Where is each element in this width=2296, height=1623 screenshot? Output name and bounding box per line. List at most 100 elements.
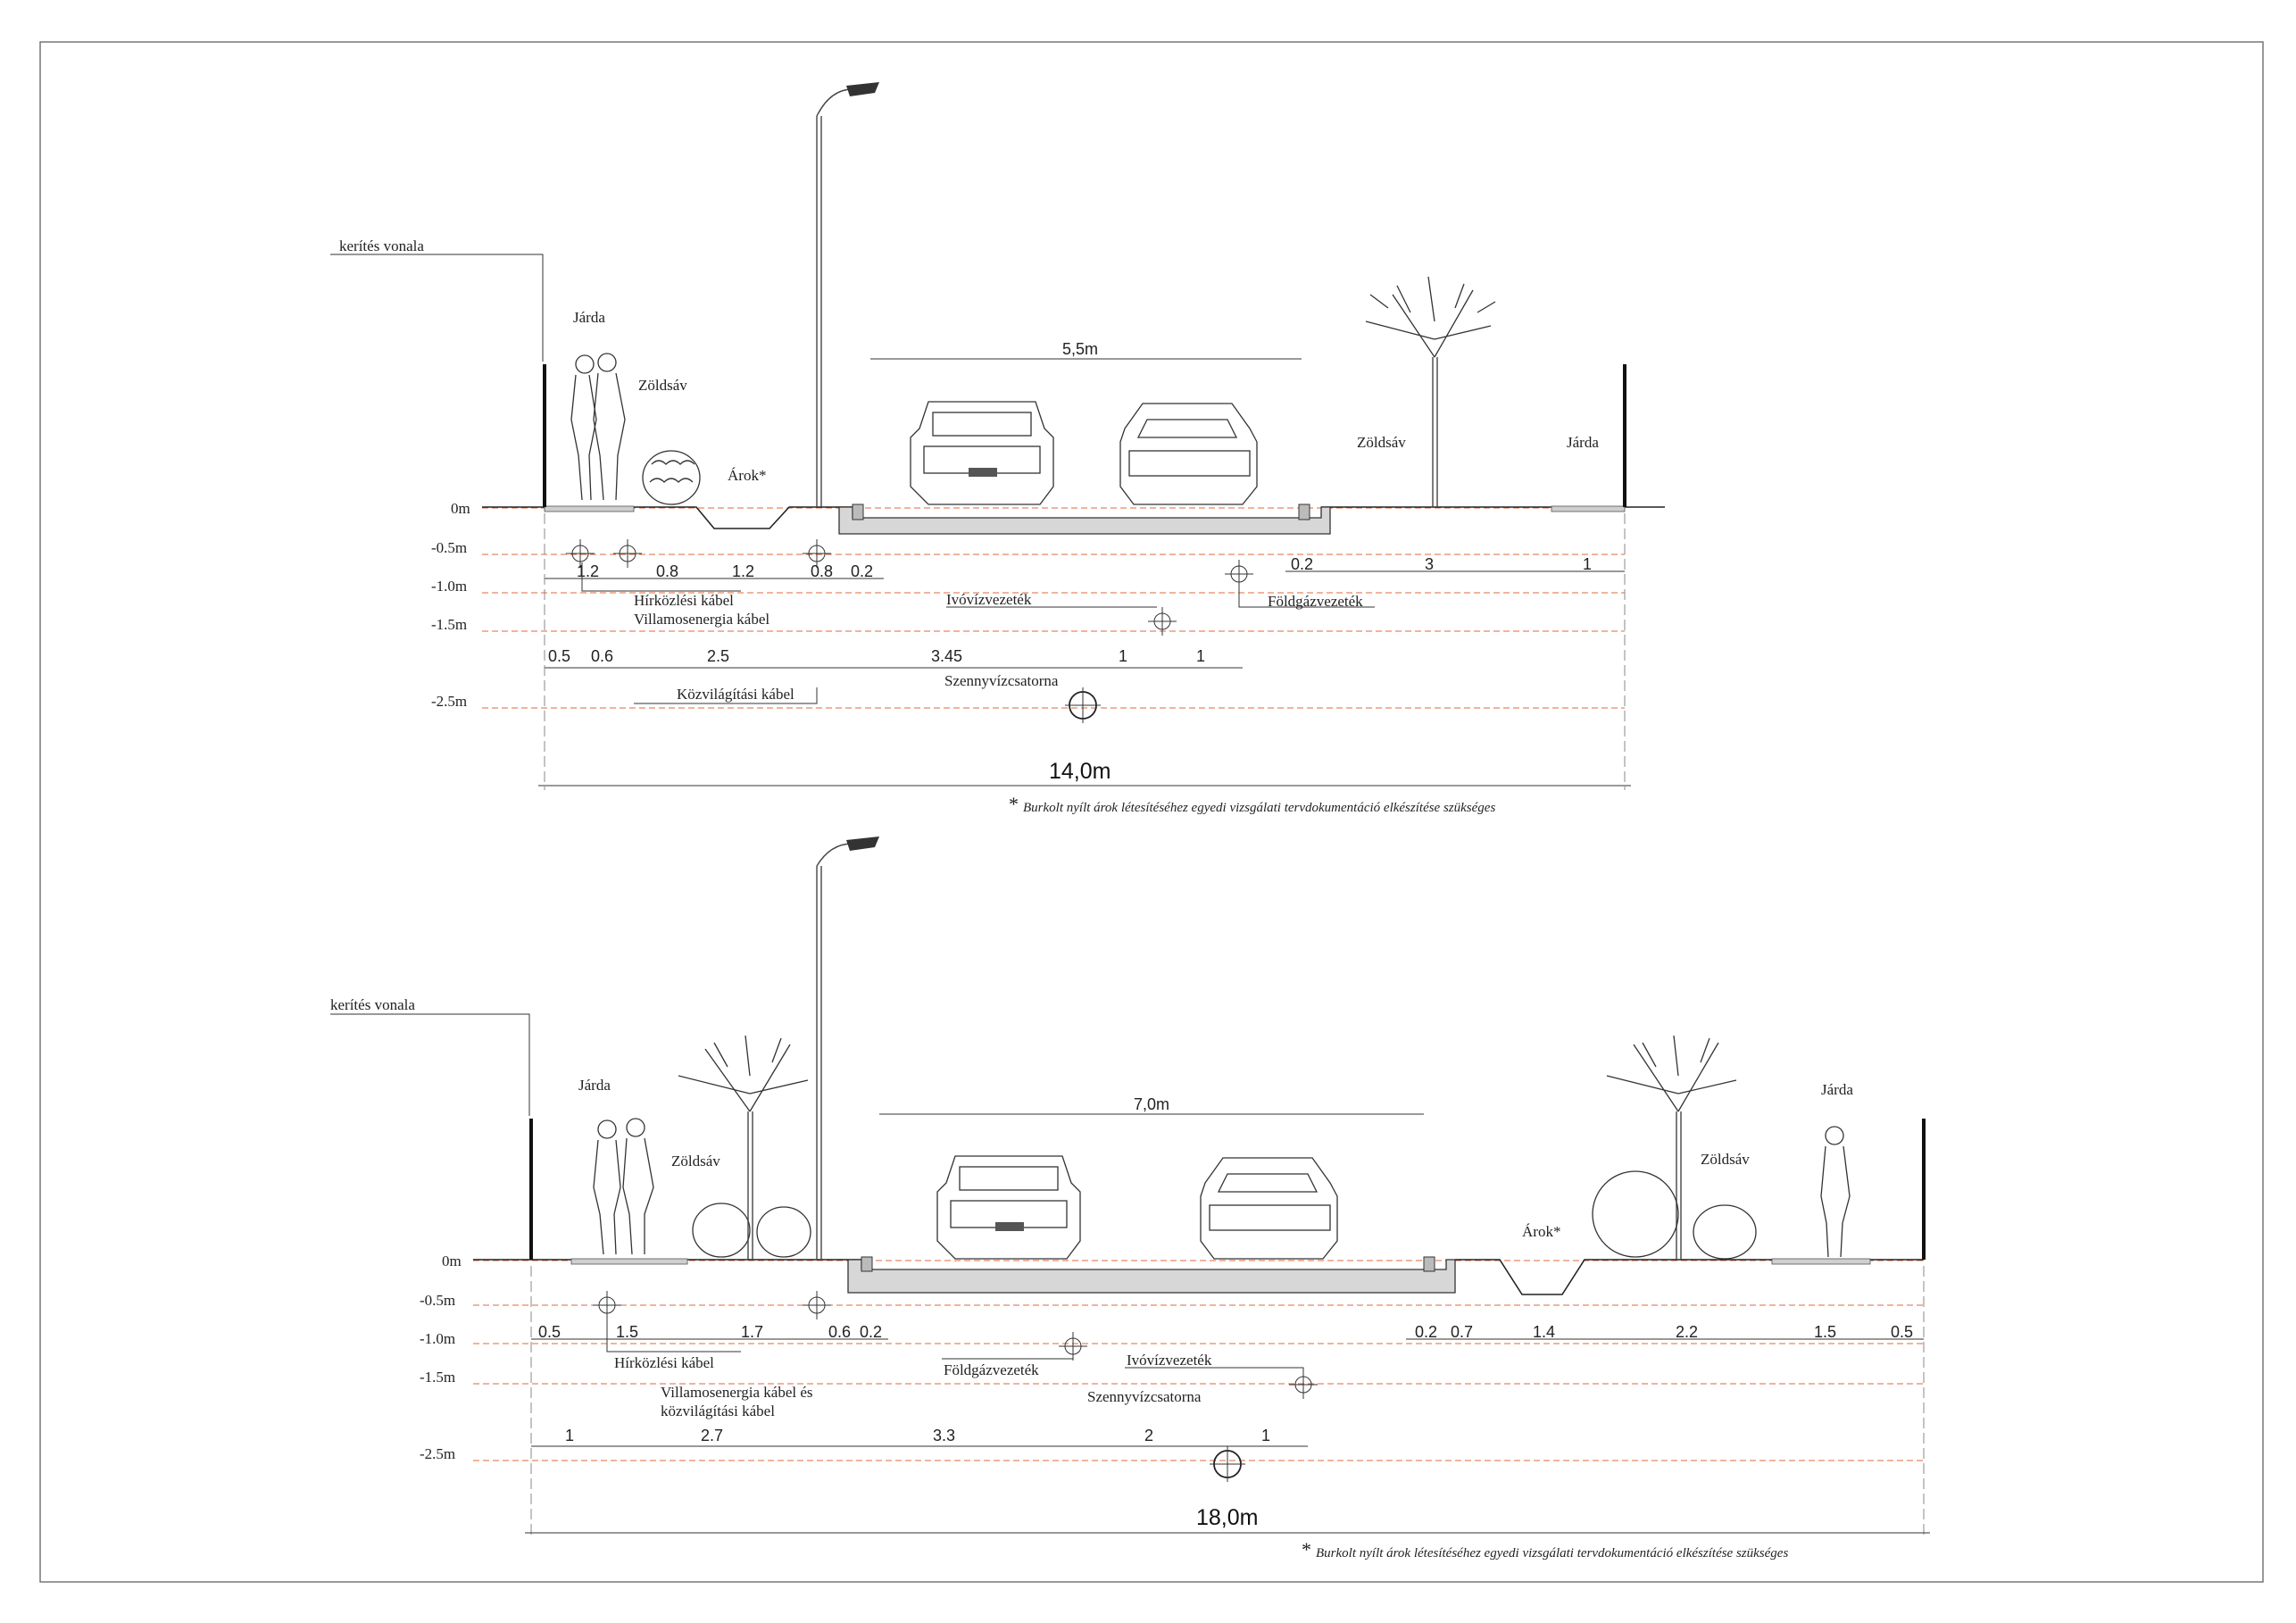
curb-left	[852, 504, 864, 520]
footnote: Burkolt nyílt árok létesítéséhez egyedi …	[1316, 1546, 1788, 1561]
sidewalk-right	[1771, 1258, 1871, 1265]
utility-symbols	[593, 1291, 1318, 1482]
label-villamos: Villamosenergia kábel	[634, 611, 769, 628]
fence-leader	[330, 254, 544, 362]
label-zoldsav-left: Zöldsáv	[638, 377, 687, 394]
top-dim-r1-7: 1	[1583, 555, 1592, 573]
label-ivoviz: Ivóvízvezeték	[946, 591, 1032, 608]
total-width: 18,0m	[1196, 1505, 1258, 1530]
leader-hirkozlesi	[606, 1314, 741, 1352]
label-jarda-right: Járda	[1821, 1081, 1853, 1098]
bot-dim-r2-2: 3.3	[933, 1427, 955, 1444]
pedestrians-icon	[570, 353, 626, 501]
bot-dim-r1-7: 1.4	[1533, 1323, 1555, 1341]
label-villamos-2: közvilágítási kábel	[661, 1402, 775, 1419]
top-dim-r1-0: 1.2	[577, 562, 599, 580]
car-icon-right	[1119, 403, 1258, 505]
top-dim-r2-4: 1	[1119, 647, 1127, 665]
road-pavement	[847, 1259, 1456, 1294]
top-dim-r1-2: 1.2	[732, 562, 754, 580]
bot-dim-r2-3: 2	[1144, 1427, 1153, 1444]
top-dim-r1-3: 0.8	[811, 562, 833, 580]
ground-line-right	[1455, 1259, 1924, 1295]
sidewalk-right	[1551, 505, 1626, 512]
level-label-15: -1.5m	[431, 616, 467, 633]
sidewalk-left	[570, 1258, 688, 1265]
leader-foldgaz	[942, 1354, 1074, 1360]
bot-dim-r1-0: 0.5	[538, 1323, 561, 1341]
leader-hirkozlesi	[581, 562, 741, 592]
bot-dim-r2-1: 2.7	[701, 1427, 723, 1444]
bot-dim-r2-4: 1	[1261, 1427, 1270, 1444]
tree-icon-right	[1606, 1035, 1737, 1260]
ground-line-left	[482, 506, 853, 529]
shrub-icon	[642, 450, 701, 505]
fence-line-label: kerítés vonala	[330, 996, 415, 1013]
bottom-cross-section: 0m -0.5m -1.0m -1.5m -2.5m kerítés vonal…	[330, 836, 1930, 1561]
level-label-15: -1.5m	[420, 1369, 455, 1386]
leader-ivoviz	[1125, 1367, 1304, 1377]
bot-dim-r1-9: 1.5	[1814, 1323, 1836, 1341]
level-label-05: -0.5m	[420, 1292, 455, 1309]
label-zoldsav-left: Zöldsáv	[671, 1153, 720, 1169]
top-dim-r2-5: 1	[1196, 647, 1205, 665]
total-width: 14,0m	[1049, 759, 1111, 784]
bot-dim-r2-0: 1	[565, 1427, 574, 1444]
level-label-25: -2.5m	[420, 1445, 455, 1462]
bot-dim-r1-6: 0.7	[1451, 1323, 1473, 1341]
label-hirkozlesi: Hírközlési kábel	[634, 592, 734, 609]
utility-symbols	[566, 539, 1253, 723]
shrub-icon	[692, 1203, 811, 1258]
curb-right	[1423, 1256, 1435, 1272]
bot-dim-r1-4: 0.2	[860, 1323, 882, 1341]
bot-dim-r1-3: 0.6	[828, 1323, 851, 1341]
label-szennyviz: Szennyvízcsatorna	[944, 672, 1059, 689]
bot-dim-r1-8: 2.2	[1676, 1323, 1698, 1341]
top-dim-r2-1: 0.6	[591, 647, 613, 665]
pedestrians-icon	[593, 1118, 654, 1255]
top-dim-r1-1: 0.8	[656, 562, 678, 580]
street-lamp-icon	[816, 836, 879, 1260]
level-label-0: 0m	[451, 500, 470, 517]
leader-foldgaz	[1238, 582, 1375, 608]
level-label-05: -0.5m	[431, 539, 467, 556]
label-kozvilagitasi: Közvilágítási kábel	[677, 686, 794, 703]
carriageway-width: 5,5m	[1062, 340, 1098, 358]
curb-left	[861, 1256, 873, 1272]
label-jarda-left: Járda	[573, 309, 605, 326]
top-dim-r2-2: 2.5	[707, 647, 729, 665]
label-zoldsav-right: Zöldsáv	[1701, 1151, 1750, 1168]
label-villamos-1: Villamosenergia kábel és	[661, 1384, 813, 1401]
label-foldgaz: Földgázvezeték	[944, 1361, 1039, 1378]
shrub-icon-right	[1592, 1170, 1757, 1260]
top-dim-r2-0: 0.5	[548, 647, 570, 665]
car-icon-left	[936, 1155, 1081, 1260]
sidewalk-left	[544, 505, 635, 512]
top-dim-r1-4: 0.2	[851, 562, 873, 580]
bot-dim-r1-5: 0.2	[1415, 1323, 1437, 1341]
note-star: *	[1009, 793, 1019, 815]
level-label-10: -1.0m	[431, 578, 467, 595]
bot-dim-r1-10: 0.5	[1891, 1323, 1913, 1341]
fence-line-label: kerítés vonala	[339, 237, 424, 254]
label-ivoviz: Ivóvízvezeték	[1127, 1352, 1212, 1369]
bot-dim-r1-1: 1.5	[616, 1323, 638, 1341]
note-star: *	[1302, 1538, 1311, 1561]
curb-right	[1298, 504, 1310, 520]
level-label-10: -1.0m	[420, 1330, 455, 1347]
top-cross-section: 0m -0.5m -1.0m -1.5m -2.5m kerítés vonal…	[330, 82, 1665, 815]
tree-icon	[678, 1035, 809, 1260]
label-szennyviz: Szennyvízcsatorna	[1087, 1388, 1202, 1405]
label-foldgaz: Földgázvezeték	[1268, 593, 1363, 610]
label-arok: Árok*	[1522, 1223, 1560, 1240]
level-label-25: -2.5m	[431, 693, 467, 710]
fence-leader	[330, 1013, 530, 1116]
label-zoldsav-right: Zöldsáv	[1357, 434, 1406, 451]
tree-icon	[1365, 276, 1496, 507]
top-dim-r1-5: 0.2	[1291, 555, 1313, 573]
bot-dim-r1-2: 1.7	[741, 1323, 763, 1341]
top-dim-r1-6: 3	[1425, 555, 1434, 573]
leader-kozvilagitasi	[634, 687, 818, 704]
car-icon-right	[1200, 1157, 1338, 1260]
